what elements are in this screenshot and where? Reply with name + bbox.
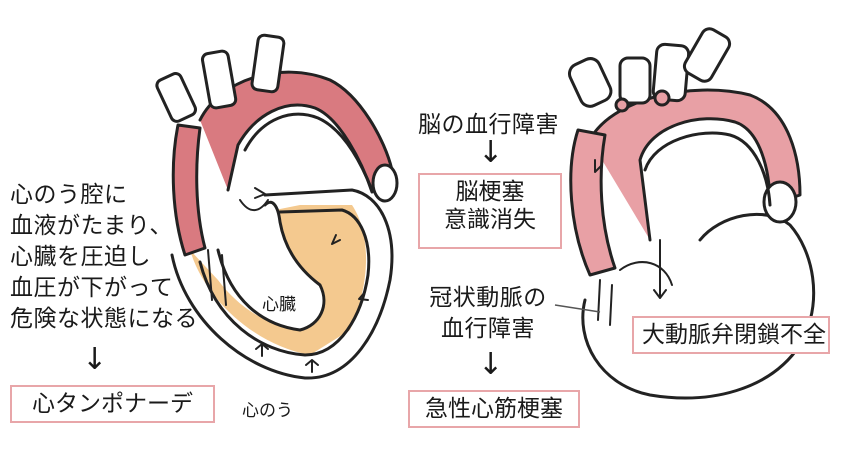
down-arrow-icon: ↓ [82, 342, 108, 377]
description-line: 血液がたまり、 [10, 213, 173, 239]
tamponade-box: 心タンポナーデ [10, 385, 215, 423]
brain-circulation-cause: 脳の血行障害 [418, 112, 559, 138]
description-line: 危険な状態になる [10, 306, 198, 332]
heart-outline [581, 212, 816, 400]
cause-line: 冠状動脈の [429, 285, 547, 311]
cause-line: 血行障害 [441, 316, 535, 342]
description-line: 心臓を圧迫し [10, 244, 151, 270]
pericardial-effusion [190, 205, 367, 355]
pericardium-label: 心のう [242, 401, 293, 421]
down-arrow-icon: ↓ [478, 347, 504, 382]
description-line: 心のう腔に [10, 182, 128, 208]
myocardial-infarction-box: 急性心筋梗塞 [408, 390, 580, 428]
coronary-circulation-cause: 冠状動脈の 血行障害 [418, 283, 558, 345]
heart-body [216, 200, 326, 332]
tamponade-description: 心のう腔に 血液がたまり、 心臓を圧迫し 血圧が下がって 危険な状態になる [10, 180, 198, 335]
pericardium-outline [170, 188, 394, 380]
aortic-regurgitation-box: 大動脈弁閉鎖不全 [632, 316, 830, 354]
down-arrow-icon: ↓ [478, 135, 504, 170]
box-line: 意識消失 [444, 207, 536, 233]
left-heart [155, 33, 399, 380]
heart-label: 心臓 [262, 295, 296, 315]
cerebral-infarction-box: 脳梗塞 意識消失 [418, 173, 562, 249]
description-line: 血圧が下がって [10, 275, 174, 301]
box-line: 脳梗塞 [455, 179, 525, 205]
